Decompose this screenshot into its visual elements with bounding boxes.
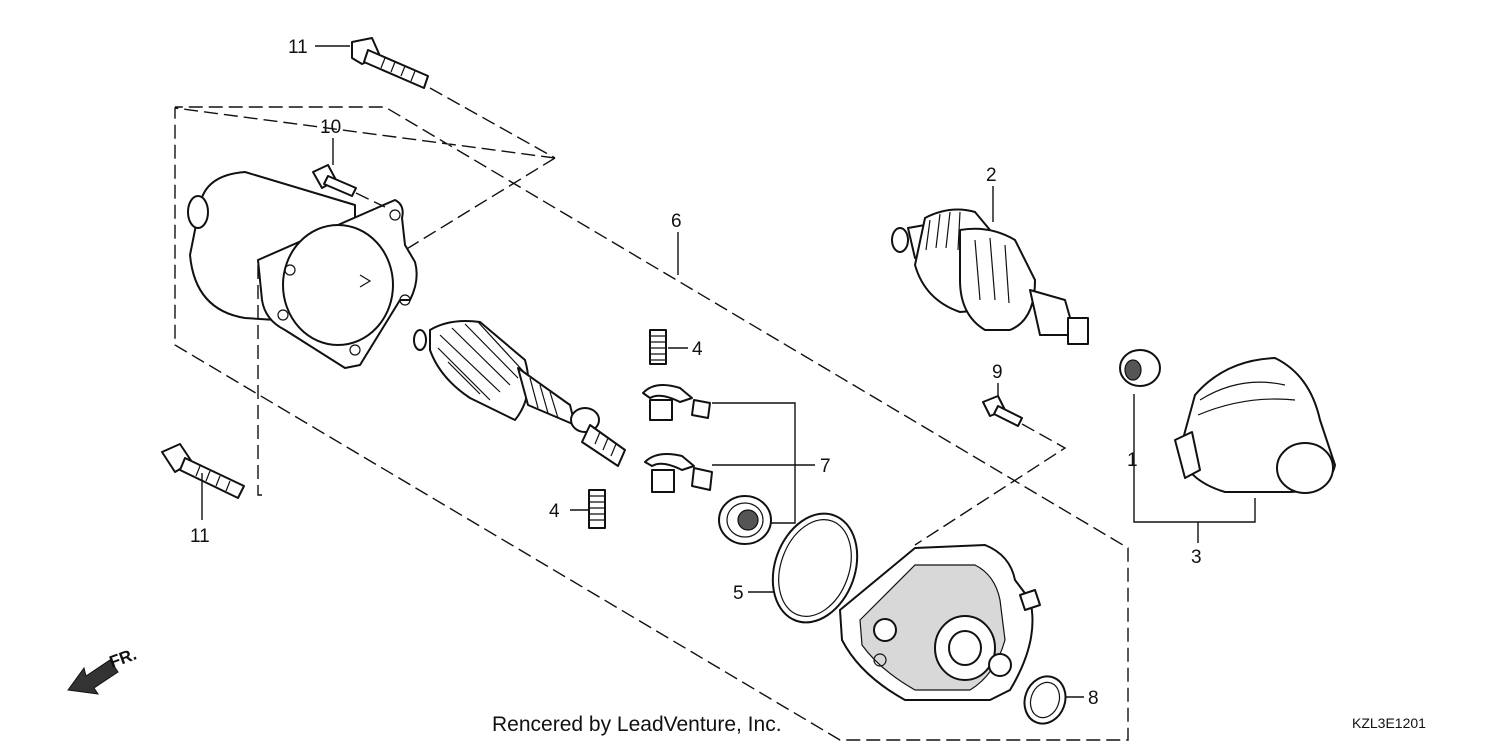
callout-4-top: 4 bbox=[692, 339, 703, 360]
armature[interactable] bbox=[413, 320, 626, 467]
bushing[interactable] bbox=[1119, 349, 1161, 387]
bearing[interactable] bbox=[718, 495, 772, 545]
diagram-code: KZL3E1201 bbox=[1352, 715, 1426, 731]
callout-9: 9 bbox=[992, 362, 1003, 383]
assembly-outline bbox=[174, 106, 1129, 741]
callout-2: 2 bbox=[986, 165, 997, 186]
callout-8: 8 bbox=[1088, 688, 1099, 709]
screw-9-path bbox=[914, 423, 1067, 546]
starter-drive[interactable] bbox=[891, 208, 1089, 345]
callout-1: 1 bbox=[1127, 450, 1138, 471]
callout-11-top: 11 bbox=[288, 37, 308, 58]
bolt-bottom[interactable] bbox=[161, 443, 245, 499]
front-direction-arrow bbox=[67, 659, 119, 695]
brush-set-lower[interactable] bbox=[644, 453, 713, 493]
motor-yoke[interactable] bbox=[187, 171, 418, 369]
credit-text: Rencered by LeadVenture, Inc. bbox=[492, 713, 782, 736]
screw-9[interactable] bbox=[982, 395, 1023, 427]
screw-10[interactable] bbox=[312, 164, 357, 197]
end-cover[interactable] bbox=[839, 544, 1041, 701]
callout-5: 5 bbox=[733, 583, 744, 604]
front-cover[interactable] bbox=[1174, 357, 1336, 494]
callout-11-bottom: 11 bbox=[190, 526, 210, 547]
brush-set-upper[interactable] bbox=[642, 383, 711, 421]
callout-6: 6 bbox=[671, 211, 682, 232]
callout-3: 3 bbox=[1191, 547, 1202, 568]
assembly-outline-link bbox=[404, 157, 556, 251]
bolt-top[interactable] bbox=[351, 37, 429, 89]
direction-label: FR. bbox=[107, 645, 139, 672]
o-ring[interactable] bbox=[758, 502, 871, 635]
callout-10: 10 bbox=[320, 117, 341, 138]
bolt-top-path bbox=[429, 87, 556, 159]
washer[interactable] bbox=[1018, 671, 1072, 730]
brush-spring-bottom[interactable] bbox=[588, 489, 606, 529]
callout-7: 7 bbox=[820, 456, 831, 477]
brush-spring-top[interactable] bbox=[649, 329, 667, 365]
callout-4-bottom: 4 bbox=[549, 501, 560, 522]
